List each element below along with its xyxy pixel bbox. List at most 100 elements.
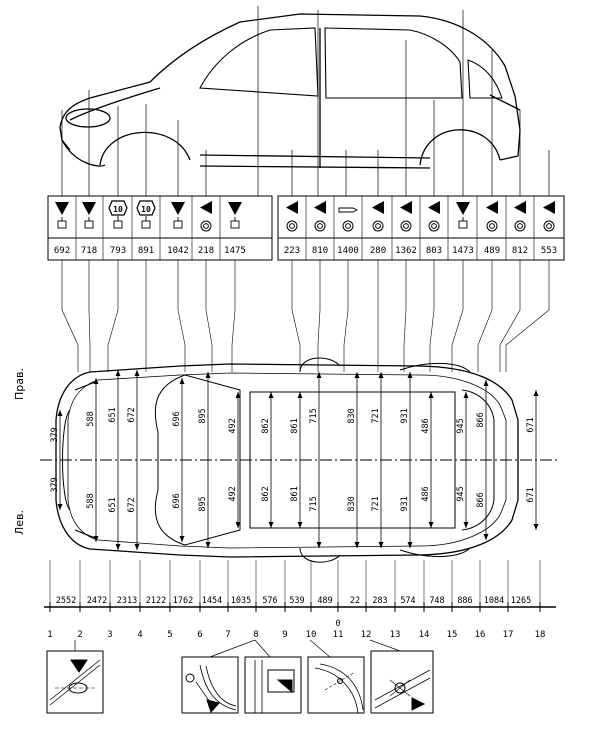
top-point-cell: 1475 — [224, 202, 246, 256]
triangle-left-icon — [314, 201, 326, 214]
ring-inner-icon — [489, 223, 495, 229]
left-half-width: 588 — [86, 493, 96, 508]
right-half-width: 830 — [347, 408, 357, 423]
plan-leader — [451, 260, 464, 372]
ring-outer-icon — [400, 220, 412, 232]
hex-10-icon: 10 — [108, 200, 128, 216]
right-half-width: 379 — [50, 427, 60, 442]
point-number: 17 — [503, 630, 514, 640]
ring-inner-icon — [403, 223, 409, 229]
leader-lines-plan — [61, 260, 550, 372]
plan-leader — [107, 260, 119, 372]
detail-inset-4 — [307, 656, 365, 714]
square-base-icon — [57, 220, 67, 229]
arrow-down-icon — [57, 504, 63, 510]
car-side-view — [59, 13, 521, 169]
ring-outer-icon — [543, 220, 555, 232]
longitudinal-value: 1762 — [173, 596, 193, 606]
longitudinal-value: 1265 — [511, 596, 531, 606]
arrow-up-icon — [179, 378, 185, 384]
point-number: 5 — [167, 630, 172, 640]
triangle-marker-icon — [70, 659, 88, 673]
triangle-left-icon — [428, 201, 440, 214]
triangle-down-icon — [171, 202, 185, 215]
ring-inner-icon — [317, 223, 323, 229]
hex-label: 10 — [113, 205, 123, 214]
point-number: 14 — [419, 630, 430, 640]
top-point-cell: 553 — [541, 201, 557, 256]
left-half-width: 895 — [198, 496, 208, 511]
right-side-label: Прав. — [13, 368, 26, 400]
top-point-cell: 1473 — [452, 196, 478, 260]
left-half-width: 486 — [421, 486, 431, 501]
dimension-column: 672 672 — [127, 370, 140, 550]
right-half-width: 671 — [526, 417, 536, 432]
ring-outer-icon — [314, 220, 326, 232]
arrow-down-icon — [115, 544, 121, 550]
top-point-value: 280 — [370, 246, 386, 256]
arrow-down-icon — [205, 542, 211, 548]
arrow-up-icon — [407, 372, 413, 378]
left-half-width: 379 — [50, 477, 60, 492]
arrow-up-icon — [354, 372, 360, 378]
longitudinal-value: 283 — [372, 596, 387, 606]
top-point-cell: 1042 — [167, 196, 193, 260]
point-number: 8 — [253, 630, 258, 640]
plan-leader — [177, 260, 186, 372]
triangle-down-icon — [82, 202, 96, 215]
point-number: 6 — [197, 630, 202, 640]
right-half-width: 866 — [476, 412, 486, 427]
plan-leader — [403, 260, 407, 372]
longitudinal-value: 489 — [317, 596, 332, 606]
triangle-left-icon — [400, 201, 412, 214]
arrow-down-icon — [407, 542, 413, 548]
top-point-value: 891 — [138, 246, 154, 256]
top-point-value: 553 — [541, 246, 557, 256]
longitudinal-value: 1454 — [202, 596, 222, 606]
plan-leader — [317, 260, 321, 372]
triangle-left-icon — [286, 201, 298, 214]
dimension-column: 671 671 — [526, 390, 539, 530]
plan-leader — [88, 260, 91, 372]
top-point-value: 812 — [512, 246, 528, 256]
arrow-down-icon — [297, 522, 303, 528]
hex-label: 10 — [141, 205, 151, 214]
triangle-marker-icon — [206, 699, 220, 713]
ring-outer-icon — [428, 220, 440, 232]
arrow-down-icon — [268, 522, 274, 528]
top-point-value: 1362 — [395, 246, 417, 256]
triangle-left-icon — [514, 201, 526, 214]
square-base-icon — [173, 220, 183, 229]
left-half-width: 672 — [127, 497, 137, 512]
longitudinal-value: 1084 — [484, 596, 504, 606]
arrow-up-icon — [483, 380, 489, 386]
left-half-width: 671 — [526, 487, 536, 502]
point-number: 7 — [225, 630, 230, 640]
longitudinal-value: 886 — [457, 596, 472, 606]
arrow-down-icon — [428, 522, 434, 528]
plan-leader — [61, 260, 79, 372]
ring-inner-icon — [289, 223, 295, 229]
ring-inner-icon — [375, 223, 381, 229]
triangle-left-icon — [200, 201, 212, 214]
right-half-width: 895 — [198, 408, 208, 423]
leader-lines-top — [61, 6, 550, 196]
longitudinal-value: 748 — [429, 596, 444, 606]
ring-outer-icon — [372, 220, 384, 232]
top-point-cell: 692 — [54, 196, 77, 260]
top-point-value: 718 — [81, 246, 97, 256]
top-point-cell: 718 — [81, 196, 104, 260]
left-half-width: 931 — [400, 496, 410, 511]
top-point-value: 1400 — [337, 246, 359, 256]
left-half-width: 862 — [261, 486, 271, 501]
top-point-value: 1473 — [452, 246, 474, 256]
right-half-width: 486 — [421, 418, 431, 433]
ring-inner-icon — [431, 223, 437, 229]
right-half-width: 672 — [127, 407, 137, 422]
arrow-down-icon — [378, 542, 384, 548]
